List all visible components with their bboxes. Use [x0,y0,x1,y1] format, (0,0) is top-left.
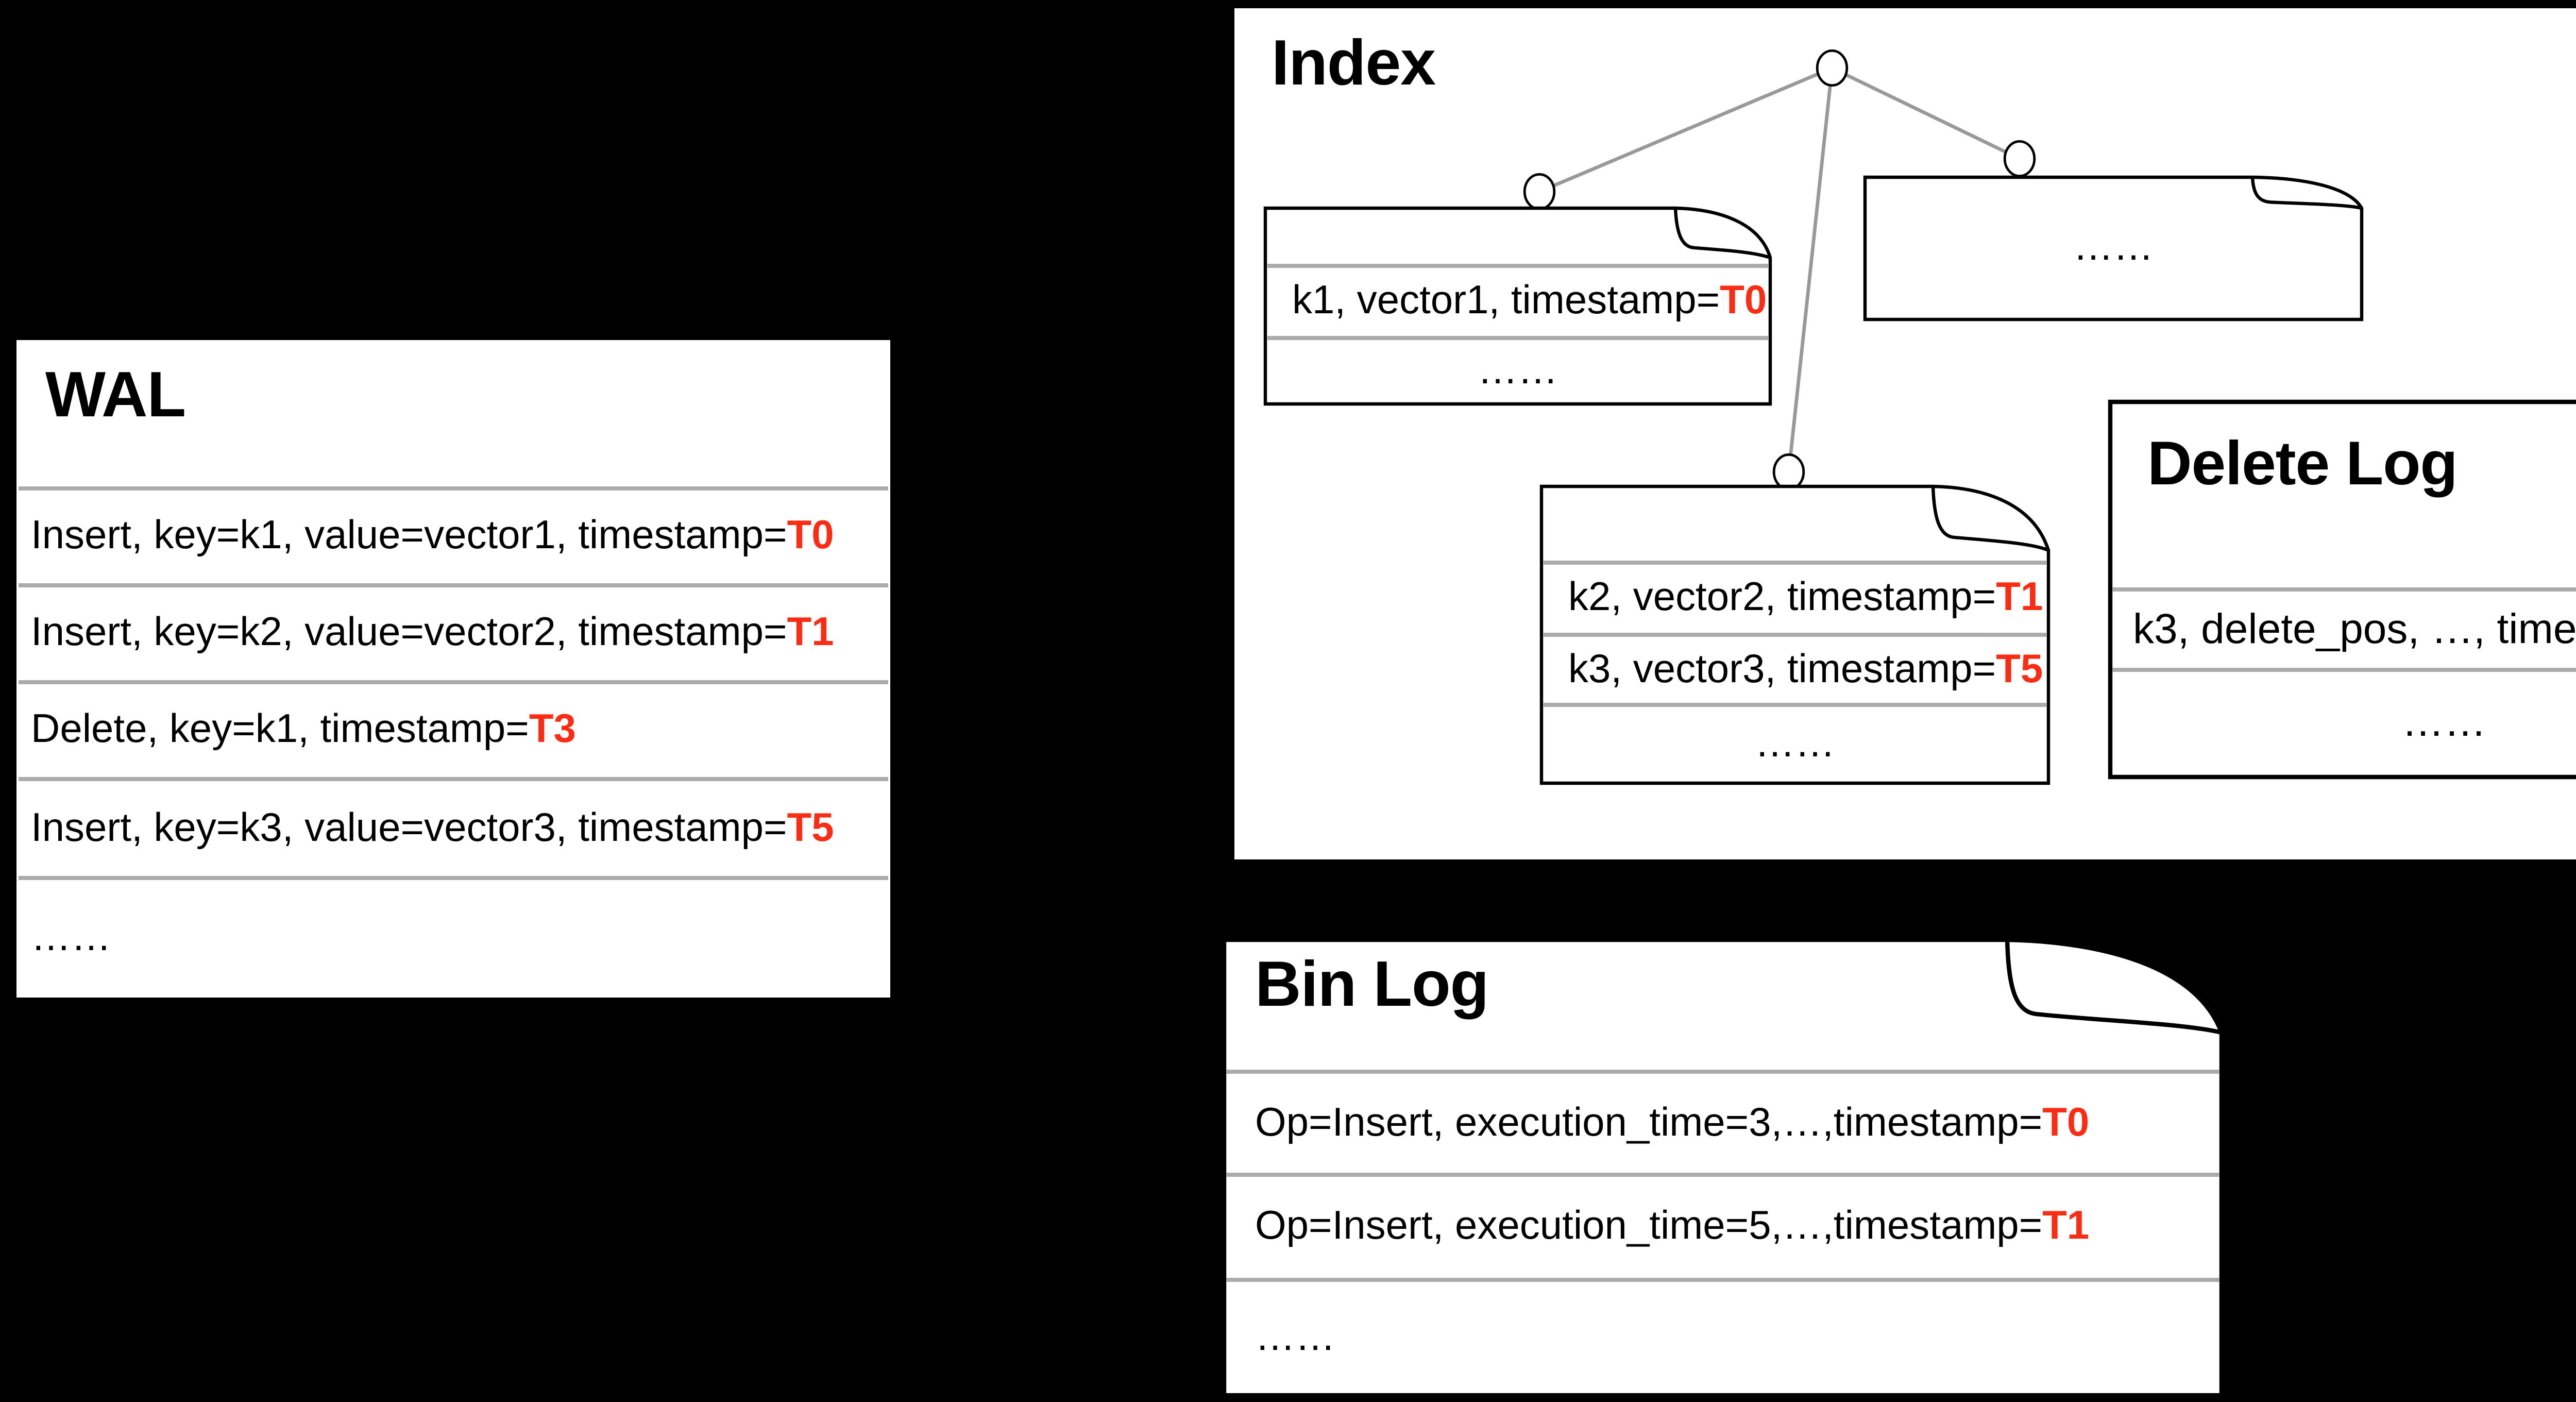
file-title-strip [1267,210,1768,264]
delete-log-rows: Delete Log k3, delete_pos, …, timestamp=… [2112,404,2576,775]
index-title: Index [1272,27,1436,99]
file-row-text: …… [2073,225,2154,270]
wal-row-ellipsis: …… [19,876,888,995]
delete-log-row-text: …… [2402,699,2486,746]
file-rows: …… [1867,179,2360,317]
timestamp-value: T1 [787,610,834,655]
file-row: k2, vector2, timestamp=T1 [1544,561,2046,633]
document-shape [1863,175,2364,322]
file-row-text: k2, vector2, timestamp= [1568,575,1996,620]
wal-row-text: Insert, key=k2, value=vector2, timestamp… [31,610,787,655]
tree-node [2003,140,2036,177]
file-row-ellipsis: …… [1267,336,1768,402]
file-row-ellipsis: …… [1867,179,2360,317]
wal-row: Insert, key=k2, value=vector2, timestamp… [19,583,888,680]
wal-row: Insert, key=k3, value=vector3, timestamp… [19,777,888,876]
file-title-strip [1544,488,2046,561]
timestamp-value: T0 [2042,1100,2090,1145]
bin-log-row-text: …… [1255,1314,1335,1359]
folded-corner-icon [2005,939,2222,1035]
index-segment-file-2: …… [1863,175,2364,322]
wal-box: WAL Insert, key=k1, value=vector1, times… [14,338,892,1000]
delete-log-row-text: k3, delete_pos, …, timestamp= [2133,605,2576,652]
index-segment-file-3: k2, vector2, timestamp=T1 k3, vector3, t… [1539,484,2050,785]
timestamp-value: T5 [787,805,834,850]
wal-row: Delete, key=k1, timestamp=T3 [19,680,888,777]
file-row-text: …… [1755,720,1835,766]
file-row-ellipsis: …… [1544,703,2046,781]
timestamp-value: T5 [1996,646,2043,691]
file-row-text: k3, vector3, timestamp= [1568,646,1996,691]
delete-log-document: Delete Log k3, delete_pos, …, timestamp=… [2108,399,2576,780]
timestamp-value: T1 [2042,1204,2090,1249]
delete-log-row-ellipsis: …… [2112,668,2576,775]
tree-edge [1538,66,1833,194]
file-row: k1, vector1, timestamp=T0 [1267,264,1768,336]
file-rows: k1, vector1, timestamp=T0 …… [1267,210,1768,402]
tree-node [1772,453,1805,491]
tree-edge [1787,67,1834,472]
timestamp-value: T0 [787,513,834,559]
bin-log-title: Bin Log [1255,948,1489,1020]
wal-rows: WAL Insert, key=k1, value=vector1, times… [19,342,888,995]
document-shape [1263,206,1772,406]
bin-log-row: Op=Insert, execution_time=3,…,timestamp=… [1226,1070,2219,1173]
timestamp-value: T3 [529,707,576,752]
wal-row-text: Insert, key=k1, value=vector1, timestamp… [31,513,787,559]
bin-log-title-row: Bin Log [1226,942,2219,1070]
bin-log-row-ellipsis: …… [1226,1278,2219,1393]
file-rows: k2, vector2, timestamp=T1 k3, vector3, t… [1544,488,2046,781]
tree-root-node [1816,49,1849,87]
delete-log-title: Delete Log [2147,431,2458,499]
index-segment-file-1: k1, vector1, timestamp=T0 …… [1263,206,1772,406]
tree-edge [1831,66,2021,161]
folded-corner-icon [1931,486,2049,552]
file-row-text: …… [1478,347,1558,393]
wal-row-text: Delete, key=k1, timestamp= [31,707,529,752]
bin-log-row-text: Op=Insert, execution_time=3,…,timestamp= [1255,1100,2043,1145]
btree-graph [1523,49,2036,491]
folded-corner-icon [1673,208,1771,260]
bin-log-row-text: Op=Insert, execution_time=5,…,timestamp= [1255,1204,2043,1249]
folded-corner-icon [2250,177,2362,210]
tree-node [1523,173,1556,210]
delete-log-title-row: Delete Log [2112,404,2576,587]
timestamp-value: T0 [1720,278,1767,324]
bin-log-document: Bin Log Op=Insert, execution_time=3,…,ti… [1222,937,2224,1398]
bin-log-row: Op=Insert, execution_time=5,…,timestamp=… [1226,1173,2219,1278]
wal-row-text: …… [31,914,111,959]
timestamp-value: T1 [1996,575,2043,620]
file-row: k3, vector3, timestamp=T5 [1544,633,2046,703]
wal-title-row: WAL [19,342,888,486]
wal-row: Insert, key=k1, value=vector1, timestamp… [19,486,888,583]
file-row-text: k1, vector1, timestamp= [1292,278,1720,324]
wal-row-text: Insert, key=k3, value=vector3, timestamp… [31,805,787,850]
wal-title: WAL [45,359,186,431]
delete-log-row: k3, delete_pos, …, timestamp=T3 [2112,587,2576,668]
bin-log-rows: Bin Log Op=Insert, execution_time=3,…,ti… [1226,942,2219,1393]
